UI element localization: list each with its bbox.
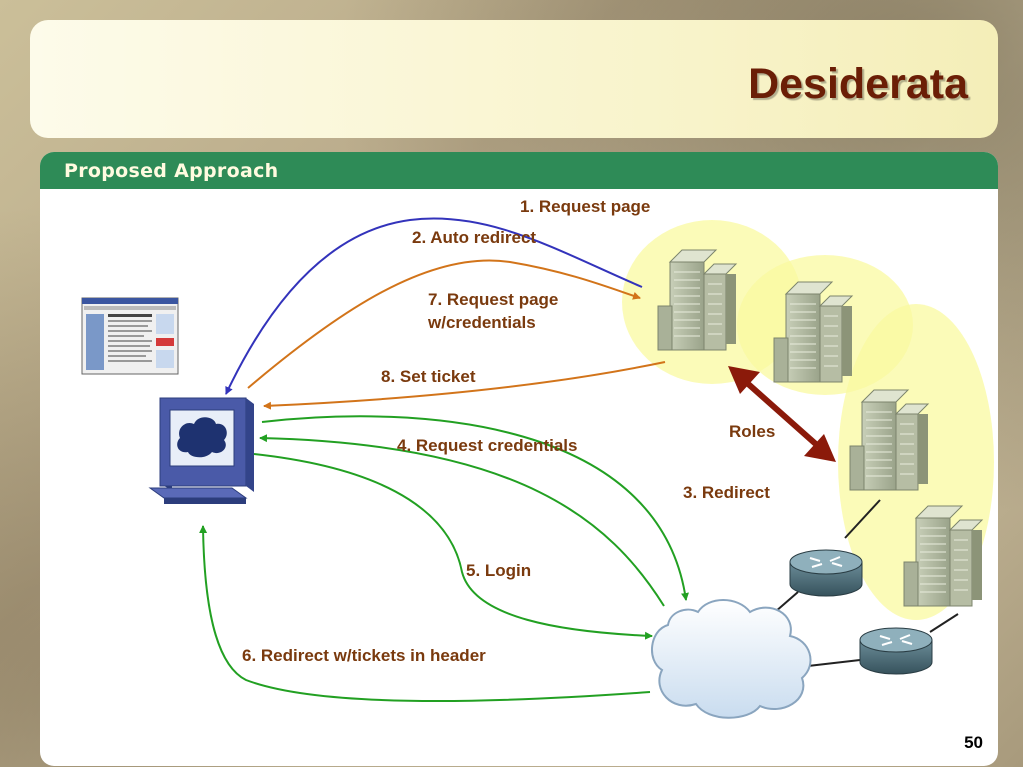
- workstation-icon: [148, 397, 254, 504]
- server-building-icon: [773, 281, 853, 383]
- router-icon: [859, 627, 933, 675]
- arrow-set-ticket: [263, 361, 666, 410]
- network-links: [774, 499, 959, 667]
- label-request-page: 1. Request page: [520, 197, 651, 216]
- page-number: 50: [964, 733, 983, 752]
- label-login: 5. Login: [466, 561, 532, 580]
- server-building-icon: [657, 249, 737, 351]
- label-auto-redirect: 2. Auto redirect: [412, 228, 537, 247]
- label-roles: Roles: [729, 422, 776, 441]
- webpage-thumbnail-icon: [81, 297, 179, 375]
- arrow-request-page-credentials: [247, 259, 641, 389]
- label-request-credentials: 4. Request credentials: [397, 436, 578, 455]
- label-set-ticket: 8. Set ticket: [381, 367, 476, 386]
- slide-title: Desiderata: [748, 60, 968, 108]
- title-card: Desiderata: [30, 20, 998, 138]
- server-building-icon: [903, 505, 983, 607]
- label-redirect-tickets: 6. Redirect w/tickets in header: [242, 646, 486, 665]
- section-title: Proposed Approach: [64, 160, 279, 182]
- arrow-request-credentials: [259, 434, 665, 607]
- arrow-auto-redirect: [225, 217, 643, 395]
- server-building-icon: [849, 389, 929, 491]
- arrow-login: [253, 453, 653, 640]
- label-request-page-credentials-line2: w/credentials: [428, 313, 536, 332]
- label-redirect: 3. Redirect: [683, 483, 770, 502]
- router-icon: [789, 549, 863, 597]
- roles-double-arrow: [728, 366, 836, 462]
- arrow-redirect-tickets: [199, 525, 651, 702]
- label-request-page-credentials-line1: 7. Request page: [428, 290, 559, 309]
- arrow-redirect: [261, 415, 689, 601]
- section-bar: Proposed Approach: [40, 152, 998, 189]
- network-cloud-icon: [650, 599, 812, 719]
